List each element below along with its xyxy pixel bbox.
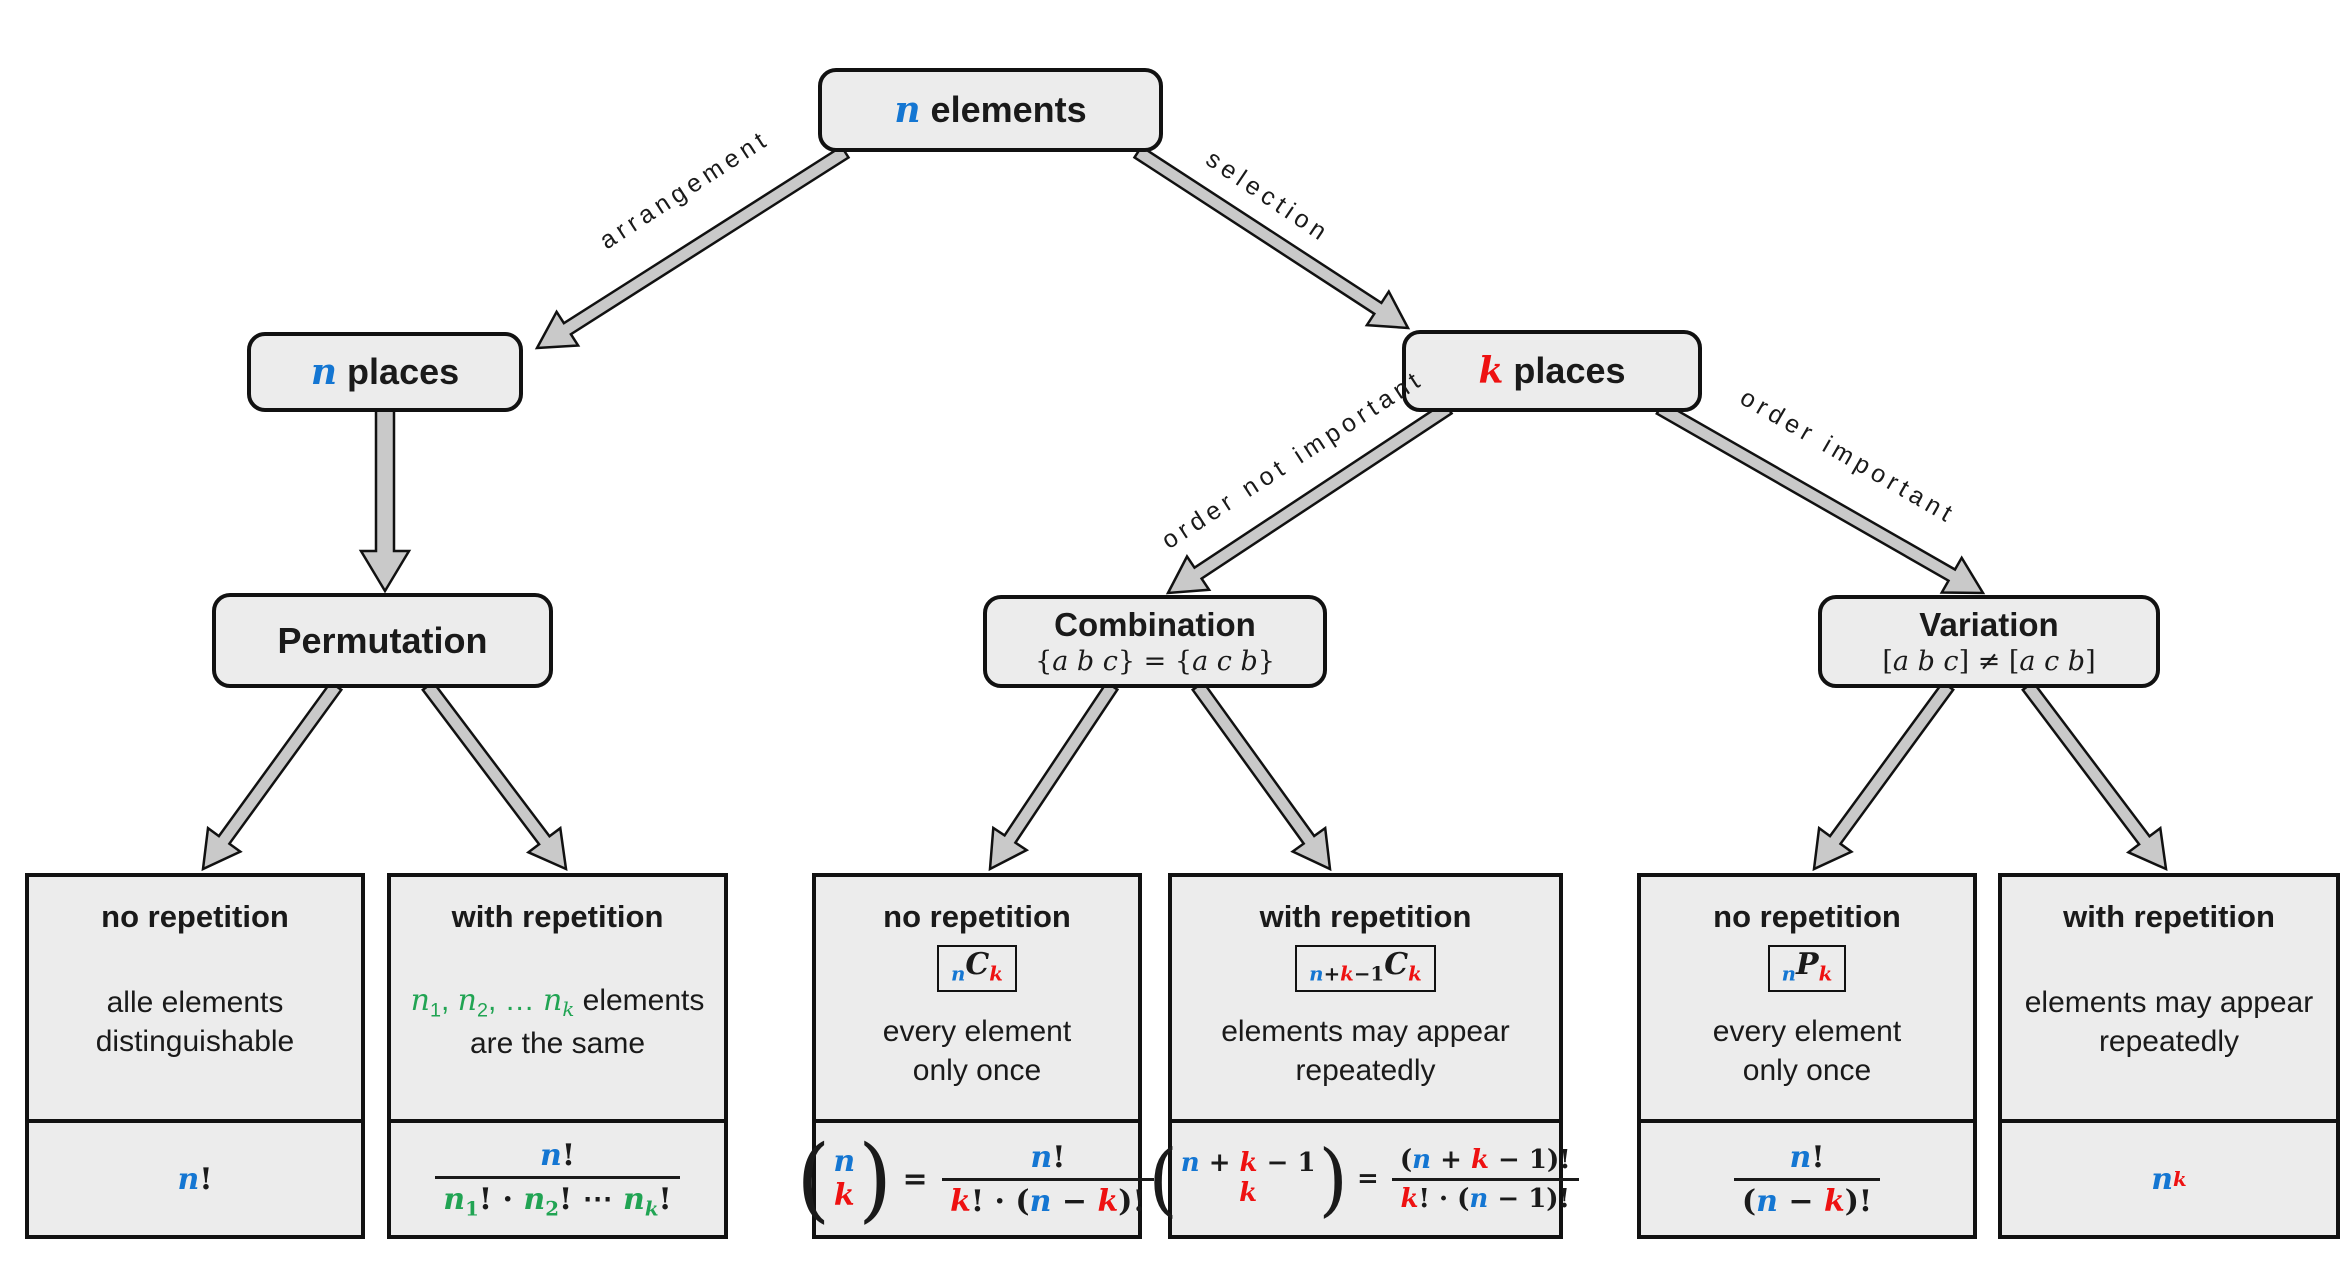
leaf-box-combination-with-repetition: with repetition n+k−1Ck elements may app…	[1148, 873, 1579, 1239]
node-combination-subtitle: {a b c} = {a c b}	[1035, 646, 1275, 677]
arrow-combination-to-with-repetition	[1190, 680, 1332, 872]
node-combination: Combination {a b c} = {a c b}	[983, 595, 1327, 688]
leaf-header: no repetition	[883, 899, 1071, 934]
node-k-places: k places	[1402, 330, 1702, 412]
formula-badge: n+k−1Ck	[1295, 945, 1436, 993]
leaf-formula: n!n1! · n2! ⋯ nk!	[391, 1119, 724, 1235]
arrow-n-places-to-permutation	[358, 406, 412, 594]
node-n-places-title: n places	[310, 351, 460, 393]
leaf-header: with repetition	[2063, 899, 2275, 934]
node-permutation: Permutation	[212, 593, 553, 688]
node-n-places: n places	[247, 332, 523, 412]
formula-badge: nCk	[937, 945, 1017, 993]
arrow-variation-to-no-repetition	[1812, 680, 1955, 872]
arrow-order-important	[1655, 400, 1986, 595]
node-variation: Variation [a b c] ≠ [a c b]	[1818, 595, 2160, 688]
leaf-formula: n!	[29, 1119, 361, 1235]
node-n-elements-title: n elements	[894, 89, 1087, 131]
node-variation-subtitle: [a b c] ≠ [a c b]	[1882, 646, 2096, 677]
arrow-permutation-to-with-repetition	[421, 680, 568, 872]
node-permutation-title: Permutation	[277, 619, 488, 661]
node-combination-title: Combination	[1054, 606, 1256, 643]
arrow-order-not-important	[1165, 400, 1454, 595]
arrow-combination-to-no-repetition	[988, 680, 1120, 872]
leaf-header: no repetition	[101, 899, 289, 934]
arrow-variation-to-with-repetition	[2021, 680, 2168, 872]
leaf-header: no repetition	[1713, 899, 1901, 934]
arrow-arrangement	[534, 144, 851, 350]
leaf-header: with repetition	[451, 899, 664, 934]
leaf-formula: n!(n − k)!	[1641, 1119, 1973, 1235]
node-k-places-title: k places	[1478, 350, 1626, 392]
arrow-permutation-to-no-repetition	[201, 680, 344, 872]
formula-badge: nPk	[1767, 945, 1847, 993]
arrow-selection	[1132, 144, 1411, 330]
node-variation-title: Variation	[1919, 606, 2059, 643]
leaf-header: with repetition	[1259, 899, 1472, 934]
node-n-elements: n elements	[818, 68, 1163, 152]
